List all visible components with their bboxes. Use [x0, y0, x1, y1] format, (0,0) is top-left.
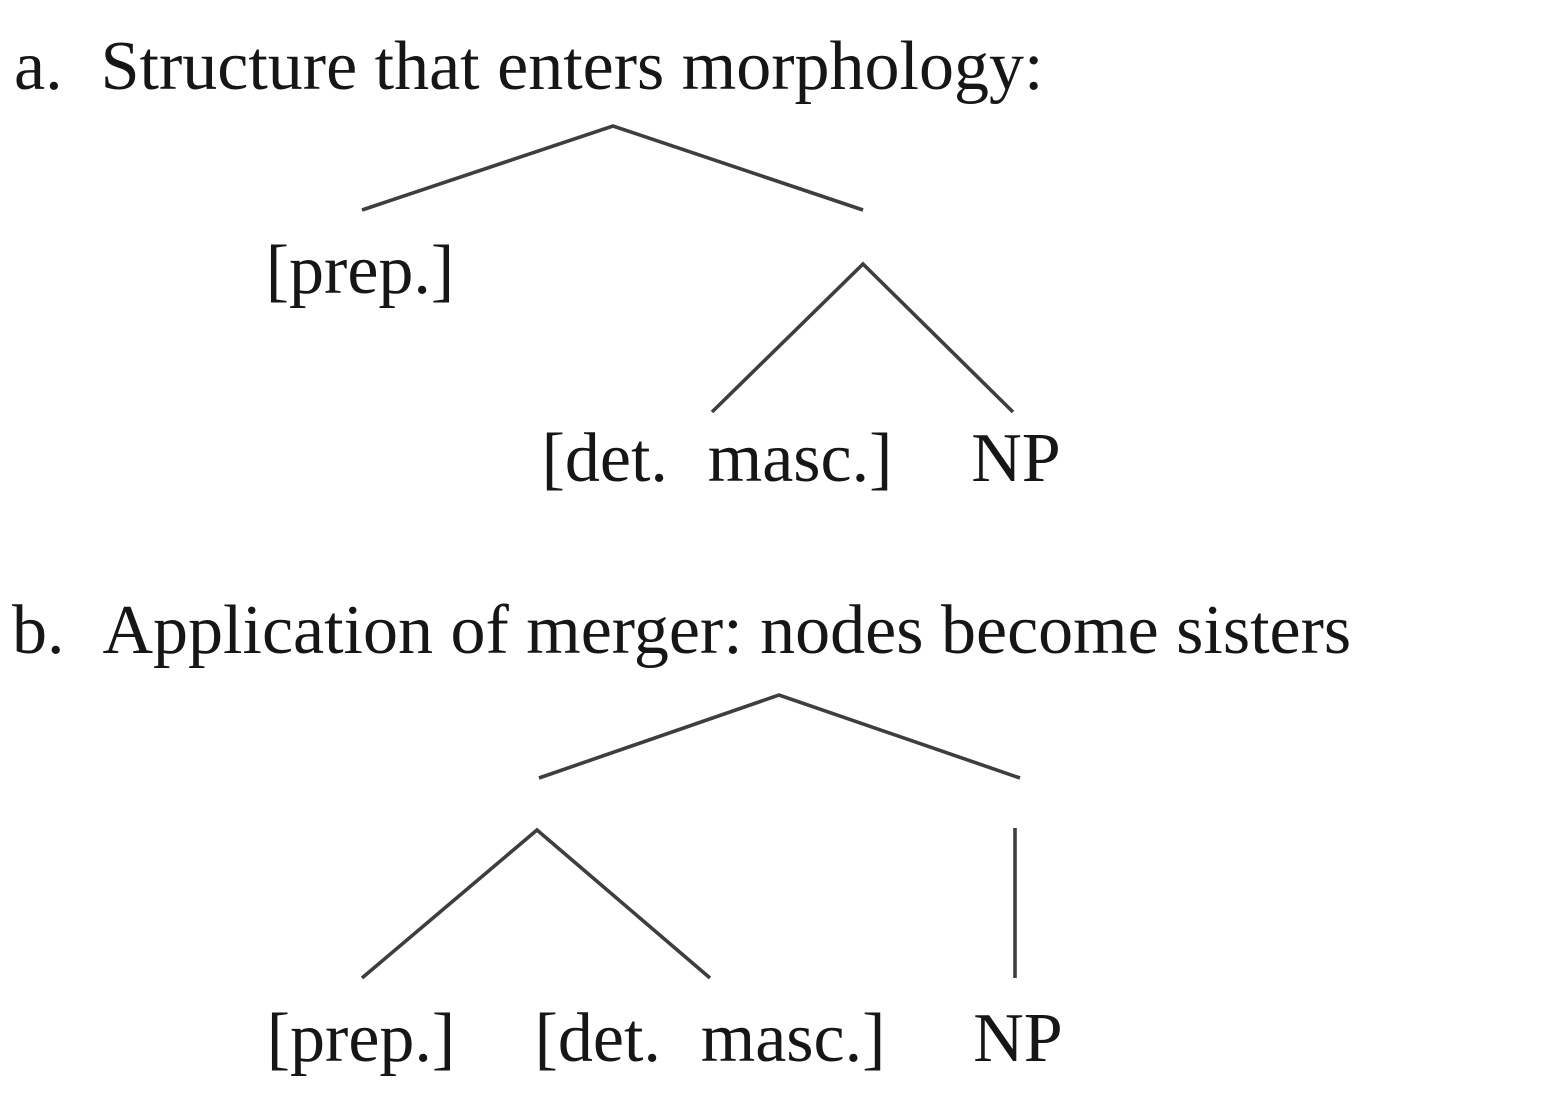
- tree-b-root-branches: [538, 693, 1021, 780]
- item-a-heading: a. Structure that enters morphology:: [14, 28, 1043, 105]
- item-b-enum-label: b.: [12, 592, 65, 669]
- item-b-heading: b. Application of merger: nodes become si…: [12, 592, 1351, 669]
- tree-a-node-det-masc: [det. masc.]: [541, 420, 893, 497]
- tree-b-node-np: NP: [973, 1000, 1063, 1077]
- tree-a-node-prep: [prep.]: [265, 232, 455, 309]
- item-b-title: Application of merger: nodes become sist…: [102, 592, 1352, 669]
- tree-b-inner-branches: [360, 827, 712, 980]
- tree-a-root-branches: [361, 124, 864, 212]
- item-a-title: Structure that enters morphology:: [100, 28, 1044, 105]
- tree-a-node-np: NP: [971, 420, 1061, 497]
- item-a-enum-label: a.: [14, 28, 63, 105]
- tree-a-inner-branches: [710, 261, 1015, 414]
- tree-b-node-prep: [prep.]: [266, 1000, 456, 1077]
- tree-b-node-det-masc: [det. masc.]: [534, 1000, 886, 1077]
